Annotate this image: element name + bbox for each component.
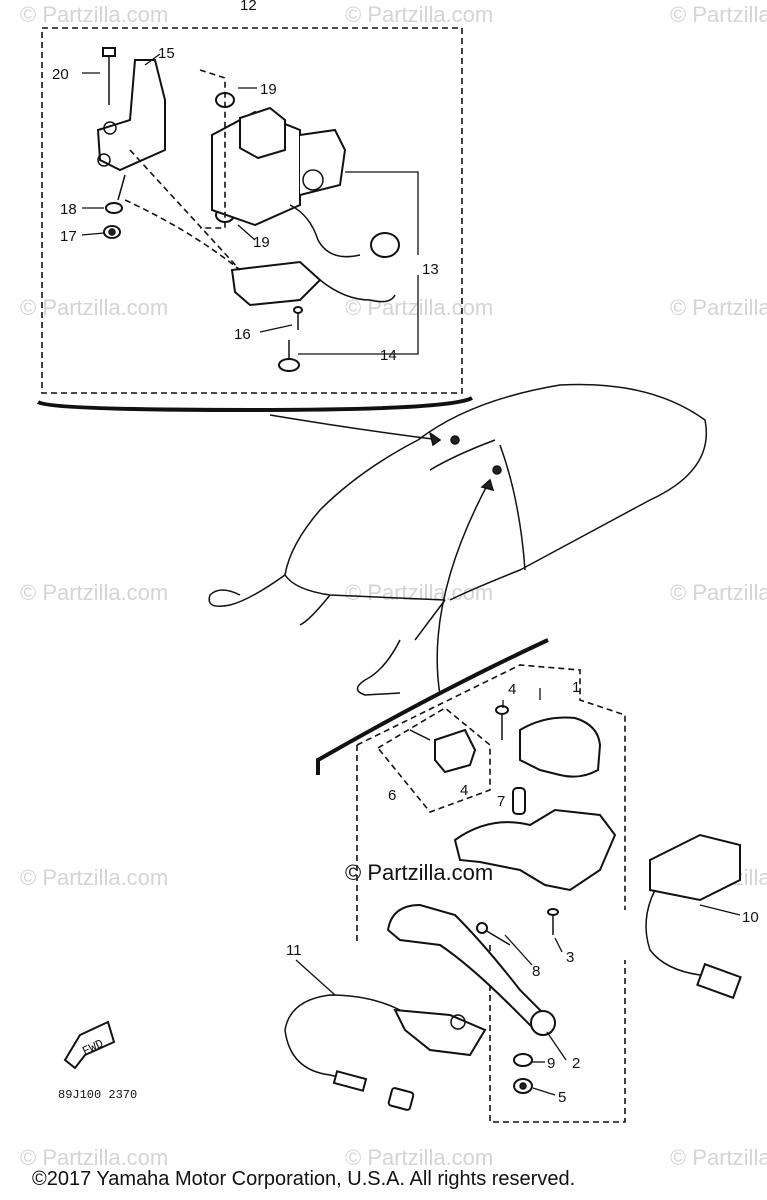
nut-5 <box>513 1078 533 1094</box>
callout-3: 3 <box>566 949 574 966</box>
watermark: © Partzilla.com <box>345 295 493 320</box>
callout-4-top: 4 <box>508 681 516 698</box>
callout-20: 20 <box>52 66 69 83</box>
callout-9: 9 <box>547 1055 555 1072</box>
screw-3 <box>547 908 559 935</box>
callout-12: 12 <box>240 0 257 14</box>
callout-19-top: 19 <box>260 81 277 98</box>
callout-8: 8 <box>532 963 540 980</box>
bracket-15 <box>96 59 166 201</box>
watermark: © Partzilla.com <box>670 2 767 27</box>
bolt-4 <box>495 705 509 740</box>
detail-box-12: 12 <box>36 0 473 413</box>
watermark: © Partzilla.com <box>670 1145 767 1170</box>
arrow-to-handlebar <box>436 479 491 696</box>
watermark: © Partzilla.com <box>670 295 767 320</box>
screw-16 <box>293 306 303 330</box>
callout-7: 7 <box>497 793 505 810</box>
watermark: © Partzilla.com <box>345 2 493 27</box>
pin-7 <box>512 787 526 815</box>
callout-4-inner: 4 <box>460 782 468 799</box>
watermark: © Partzilla.com <box>670 580 767 605</box>
callout-16: 16 <box>234 326 251 343</box>
watermark: © Partzilla.com <box>20 865 168 890</box>
fwd-arrow-icon: FWD <box>63 1020 116 1070</box>
arrow-to-sled <box>269 414 441 441</box>
callout-11: 11 <box>286 942 302 959</box>
callout-14: 14 <box>380 347 397 364</box>
callout-18: 18 <box>60 201 77 218</box>
watermark: © Partzilla.com <box>20 2 168 27</box>
clamp-6 <box>409 728 477 774</box>
watermark-layer: © Partzilla.com © Partzilla.com © Partzi… <box>20 2 767 1170</box>
cover <box>519 716 602 778</box>
callout-13: 13 <box>422 261 439 278</box>
screw-14 <box>278 340 300 372</box>
cable-11 <box>284 994 487 1111</box>
watermark: © Partzilla.com <box>20 1145 168 1170</box>
brake-lever-2 <box>386 903 556 1036</box>
callout-1: 1 <box>572 679 580 696</box>
watermark: © Partzilla.com <box>20 295 168 320</box>
washer-18 <box>105 202 123 214</box>
watermark: © Partzilla.com <box>20 580 168 605</box>
lower-bracket <box>230 260 396 307</box>
callout-15: 15 <box>158 45 175 62</box>
switch-10 <box>645 833 742 1000</box>
copyright-notice: ©2017 Yamaha Motor Corporation, U.S.A. A… <box>32 1168 576 1190</box>
callout-10: 10 <box>742 909 759 926</box>
callout-17: 17 <box>60 228 77 245</box>
watermark: © Partzilla.com <box>345 1145 493 1170</box>
diagram-code: 89J100 2370 <box>58 1088 137 1102</box>
snowmobile-outline <box>208 383 707 696</box>
callout-6: 6 <box>388 787 396 804</box>
bolt-20 <box>102 47 116 105</box>
watermark: © Partzilla.com <box>345 580 493 605</box>
lever-bracket-1 <box>453 808 617 892</box>
callout-2: 2 <box>572 1055 580 1072</box>
nut-17 <box>103 225 121 239</box>
callout-19-bottom: 19 <box>253 234 270 251</box>
sub-box-6 <box>376 707 491 813</box>
watermark-center: © Partzilla.com <box>345 860 493 885</box>
washer-9 <box>513 1053 533 1067</box>
switch-housing-13 <box>211 106 400 258</box>
lower-assembly: 1 4 4 6 7 3 8 2 9 5 10 11 <box>284 638 759 1123</box>
pin-8 <box>476 922 511 946</box>
callout-5: 5 <box>558 1089 566 1106</box>
